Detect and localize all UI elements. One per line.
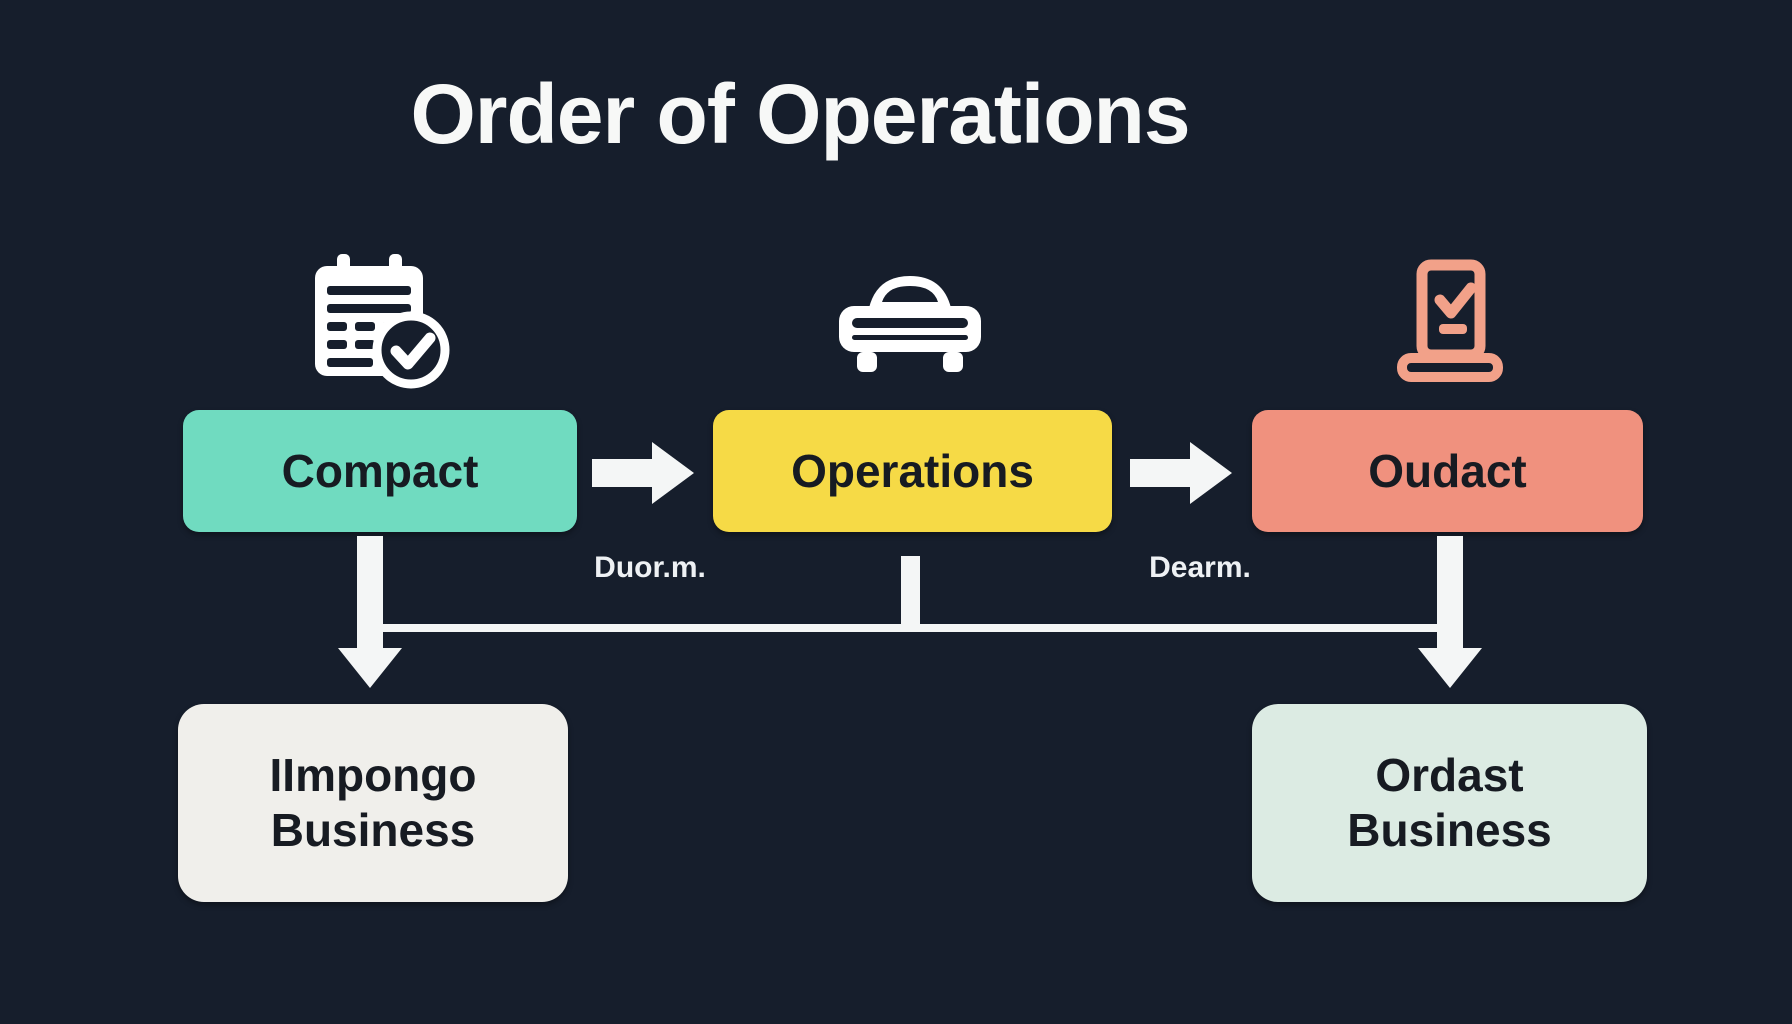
step-label: Compact xyxy=(281,445,479,497)
outcome-label: IImpongo Business xyxy=(269,748,477,856)
outcome-box-ordast-business: Ordast Business xyxy=(1252,704,1647,902)
step-box-operations: Operations xyxy=(713,410,1112,532)
outcome-label: Ordast Business xyxy=(1347,748,1552,856)
step-label: Operations xyxy=(791,445,1034,497)
arrow-right-icon xyxy=(592,442,694,504)
step-label: Oudact xyxy=(1368,445,1527,497)
outcome-box-impongo-business: IImpongo Business xyxy=(178,704,568,902)
ballot-check-icon xyxy=(1390,258,1510,384)
connector-label-right: Dearm. xyxy=(1149,551,1251,584)
arrow-down-icon xyxy=(338,536,402,688)
connector-stub-middle xyxy=(901,556,920,632)
page-title: Order of Operations xyxy=(410,67,1190,161)
step-box-compact: Compact xyxy=(183,410,577,532)
arrow-down-icon xyxy=(1418,536,1482,688)
calendar-check-icon xyxy=(305,250,450,390)
connector-horizontal-line xyxy=(370,624,1452,632)
connector-label-left: Duor.m. xyxy=(594,551,706,584)
step-box-oudact: Oudact xyxy=(1252,410,1643,532)
arrow-right-icon xyxy=(1130,442,1232,504)
car-icon xyxy=(835,268,985,380)
